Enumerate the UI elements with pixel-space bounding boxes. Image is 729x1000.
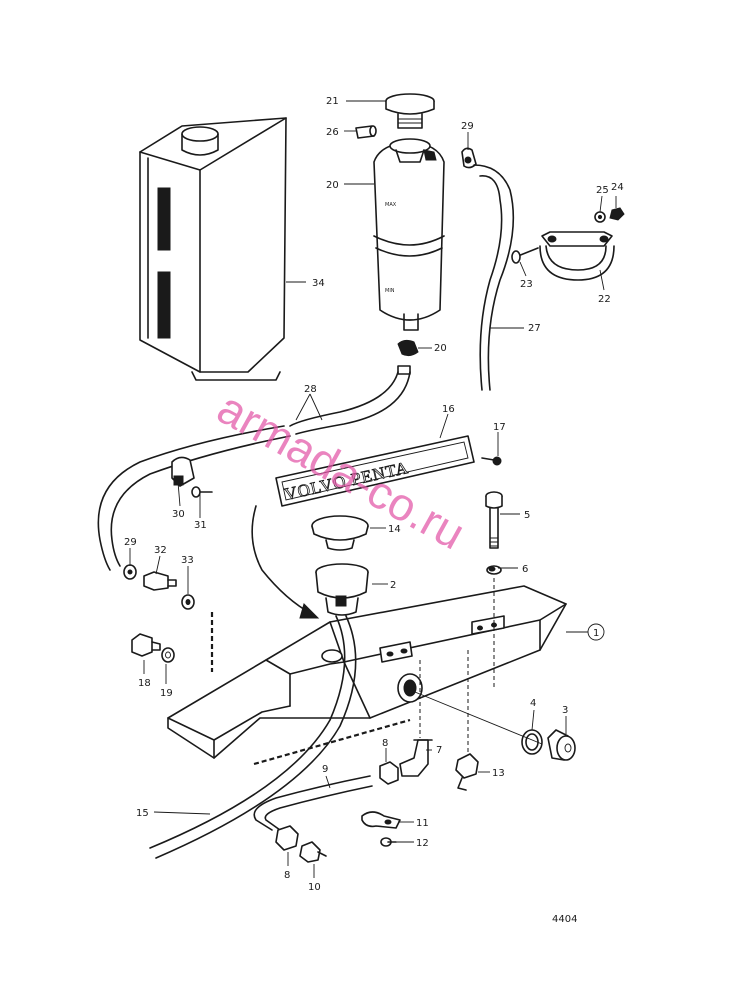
part-8-connector-lower	[275, 825, 299, 851]
ref-3: 3	[562, 705, 568, 716]
part-14-pressure-cap	[311, 515, 369, 551]
part-11-clip	[361, 811, 401, 829]
ref-17: 17	[493, 422, 506, 433]
part-15-hose	[149, 505, 357, 859]
ref-4: 4	[530, 698, 536, 709]
ref-30: 30	[172, 509, 185, 520]
part-21-filler-cap	[385, 93, 435, 129]
ref-13: 13	[492, 768, 505, 779]
part-10-nipple	[299, 841, 327, 863]
ref-20-clamp: 20	[434, 343, 447, 354]
part-1-heat-exchanger-housing	[167, 585, 567, 759]
ref-26: 26	[326, 127, 339, 138]
part-28-coolant-hose	[97, 365, 411, 571]
ref-21: 21	[326, 96, 339, 107]
part-7-elbow	[399, 739, 433, 777]
part-19-sealing-washer	[161, 647, 175, 663]
ref-2: 2	[390, 580, 396, 591]
ref-32: 32	[154, 545, 167, 556]
ref-18: 18	[138, 678, 151, 689]
part-33-washer	[181, 594, 195, 610]
part-6-washer	[486, 565, 502, 575]
part-29-hose-clamp-upper	[461, 147, 477, 169]
tank-max-mark: MAX	[385, 202, 397, 208]
part-4-o-ring	[521, 729, 543, 755]
ref-10: 10	[308, 882, 321, 893]
ref-8-upper: 8	[382, 738, 388, 749]
part-20-hose-clamp-lower	[397, 339, 419, 357]
part-18-drain-plug	[131, 633, 161, 657]
part-5-bolt	[485, 491, 503, 549]
ref-1: 1	[593, 628, 599, 639]
ref-19: 19	[160, 688, 173, 699]
assembly-line-bottom	[253, 718, 411, 766]
part-29-hose-clamp-left	[123, 564, 137, 580]
part-25-washer	[594, 211, 606, 223]
ref-22: 22	[598, 294, 611, 305]
part-23-screw	[511, 247, 539, 264]
part-2-filler-neck	[315, 563, 369, 616]
ref-1-circle	[587, 623, 605, 641]
ref-29-upper: 29	[461, 121, 474, 132]
ref-28: 28	[304, 384, 317, 395]
tank-min-mark: MIN	[385, 288, 395, 294]
part-13-drain-cock	[455, 753, 479, 791]
drawing-number: 4404	[552, 914, 577, 925]
part-17-screw	[481, 456, 502, 466]
part-3-plug	[409, 689, 576, 761]
part-9-drain-tube	[253, 775, 373, 831]
part-31-screw	[191, 486, 213, 498]
ref-8-lower: 8	[284, 870, 290, 881]
leader-lines	[129, 100, 617, 878]
ref-14: 14	[388, 524, 401, 535]
part-27-overflow-hose	[473, 164, 515, 391]
ref-27: 27	[528, 323, 541, 334]
ref-12: 12	[416, 838, 429, 849]
part-30-clip	[171, 456, 195, 487]
ref-5: 5	[524, 510, 530, 521]
ref-9: 9	[322, 764, 328, 775]
ref-16: 16	[442, 404, 455, 415]
ref-25: 25	[596, 185, 609, 196]
ref-23: 23	[520, 279, 533, 290]
part-22-bracket	[539, 231, 615, 281]
ref-31: 31	[194, 520, 207, 531]
part-34-cover	[139, 117, 287, 381]
part-8-connector-upper	[379, 761, 399, 785]
part-24-nut	[609, 207, 625, 221]
ref-29-left: 29	[124, 537, 137, 548]
part-26-valve	[355, 125, 377, 139]
reference-numbers: 21 26 20 29 25 24 23 22 27 20 28 16 17 1…	[124, 96, 624, 893]
part-32-nipple	[143, 571, 177, 591]
part-20-expansion-tank: MAX MIN	[373, 138, 445, 331]
ref-6: 6	[522, 564, 528, 575]
ref-34: 34	[312, 278, 325, 289]
ref-33: 33	[181, 555, 194, 566]
ref-11: 11	[416, 818, 429, 829]
ref-7: 7	[436, 745, 442, 756]
ref-24: 24	[611, 182, 624, 193]
ref-20-tank: 20	[326, 180, 339, 191]
ref-15: 15	[136, 808, 149, 819]
